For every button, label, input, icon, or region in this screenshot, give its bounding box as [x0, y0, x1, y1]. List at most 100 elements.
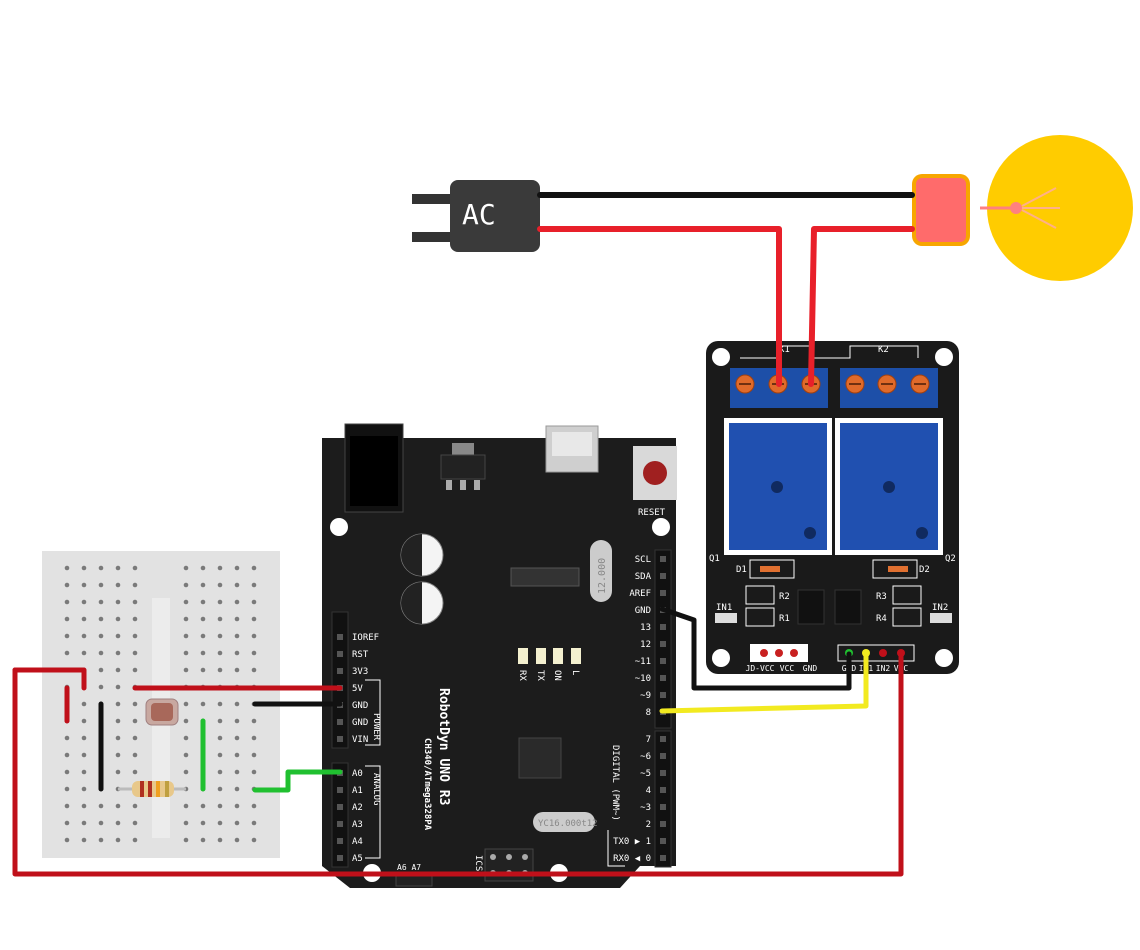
relay-r1-label: R1 — [779, 614, 790, 624]
breadboard-hole — [81, 803, 87, 809]
breadboard-hole — [251, 769, 257, 775]
breadboard-hole — [234, 735, 240, 741]
breadboard-hole — [251, 650, 257, 656]
breadboard-hole — [217, 633, 223, 639]
header-pin — [660, 556, 666, 562]
breadboard-hole — [183, 718, 189, 724]
pin-label: ~5 — [640, 769, 651, 779]
photoresistor — [145, 698, 179, 726]
header-pin — [337, 651, 343, 657]
breadboard-hole — [217, 837, 223, 843]
breadboard-hole — [183, 650, 189, 656]
pin-label: A3 — [352, 820, 363, 830]
pin-label: ~10 — [635, 674, 651, 684]
a6a7-label: A6 A7 — [397, 863, 421, 872]
breadboard-hole — [132, 565, 138, 571]
header-pin — [660, 736, 666, 742]
breadboard-hole — [98, 616, 104, 622]
breadboard-hole — [234, 718, 240, 724]
breadboard-hole — [81, 786, 87, 792]
breadboard-hole — [98, 582, 104, 588]
relay-r2-label: R2 — [779, 592, 790, 602]
breadboard-hole — [115, 701, 121, 707]
breadboard-hole — [183, 803, 189, 809]
pin-label: GND — [352, 701, 368, 711]
breadboard-hole — [81, 616, 87, 622]
breadboard-hole — [234, 633, 240, 639]
header-pin — [660, 573, 666, 579]
breadboard-hole — [217, 786, 223, 792]
pin-label: VIN — [352, 735, 368, 745]
pin-label: A1 — [352, 786, 363, 796]
breadboard-hole — [132, 582, 138, 588]
breadboard-hole — [234, 837, 240, 843]
crystal-label: 12.000 — [597, 558, 608, 594]
header-pin — [660, 838, 666, 844]
breadboard-hole — [98, 684, 104, 690]
led-label: ON — [552, 670, 562, 681]
breadboard-hole — [81, 565, 87, 571]
header-pin — [660, 770, 666, 776]
breadboard-hole — [115, 820, 121, 826]
pin-label: 3V3 — [352, 667, 368, 677]
breadboard-hole — [200, 803, 206, 809]
breadboard-hole — [217, 752, 223, 758]
breadboard-hole — [217, 599, 223, 605]
header-pin — [660, 675, 666, 681]
breadboard-hole — [251, 616, 257, 622]
relay-q1-label: Q1 — [709, 554, 720, 564]
breadboard-hole — [98, 803, 104, 809]
breadboard-hole — [217, 735, 223, 741]
breadboard-hole — [217, 701, 223, 707]
header-pin — [337, 838, 343, 844]
breadboard-hole — [234, 667, 240, 673]
breadboard-hole — [200, 582, 206, 588]
breadboard-hole — [64, 786, 70, 792]
breadboard-hole — [98, 667, 104, 673]
relay-d1-label: D1 — [736, 565, 747, 575]
pin-label: ~11 — [635, 657, 651, 667]
relay-q2-label: Q2 — [945, 554, 956, 564]
breadboard-hole — [251, 633, 257, 639]
pin-label: 4 — [646, 786, 651, 796]
breadboard-hole — [115, 769, 121, 775]
breadboard-hole — [217, 820, 223, 826]
breadboard-hole — [234, 769, 240, 775]
breadboard-hole — [183, 582, 189, 588]
led-label: L — [570, 670, 580, 675]
breadboard-hole — [115, 650, 121, 656]
breadboard-hole — [115, 684, 121, 690]
breadboard-hole — [234, 820, 240, 826]
pin-label: 8 — [646, 708, 651, 718]
crystal2-label: YC16.000t12 — [538, 819, 598, 829]
relay-r4-label: R4 — [876, 614, 887, 624]
breadboard-hole — [115, 616, 121, 622]
brand-label: RobotDyn UNO R3 — [436, 688, 451, 805]
breadboard-hole — [183, 820, 189, 826]
breadboard-hole — [234, 599, 240, 605]
breadboard-hole — [115, 582, 121, 588]
wire-5v-breadboard — [12, 667, 87, 691]
breadboard-hole — [115, 752, 121, 758]
breadboard-hole — [183, 752, 189, 758]
resistor — [118, 781, 186, 797]
breadboard-hole — [234, 582, 240, 588]
wire-relay-bulb — [808, 226, 915, 387]
breadboard-hole — [64, 735, 70, 741]
breadboard-hole — [98, 820, 104, 826]
breadboard-hole — [251, 565, 257, 571]
breadboard-hole — [81, 650, 87, 656]
breadboard-hole — [234, 650, 240, 656]
breadboard-hole — [251, 803, 257, 809]
breadboard-hole — [200, 633, 206, 639]
breadboard-hole — [98, 650, 104, 656]
breadboard-hole — [81, 701, 87, 707]
breadboard-hole — [81, 769, 87, 775]
breadboard-hole — [200, 837, 206, 843]
pin-label: ~6 — [640, 752, 651, 762]
relay-k2-label: K2 — [878, 345, 889, 355]
breadboard-hole — [251, 820, 257, 826]
wire-gnd-relay — [659, 606, 852, 691]
light-bulb — [912, 135, 1133, 281]
